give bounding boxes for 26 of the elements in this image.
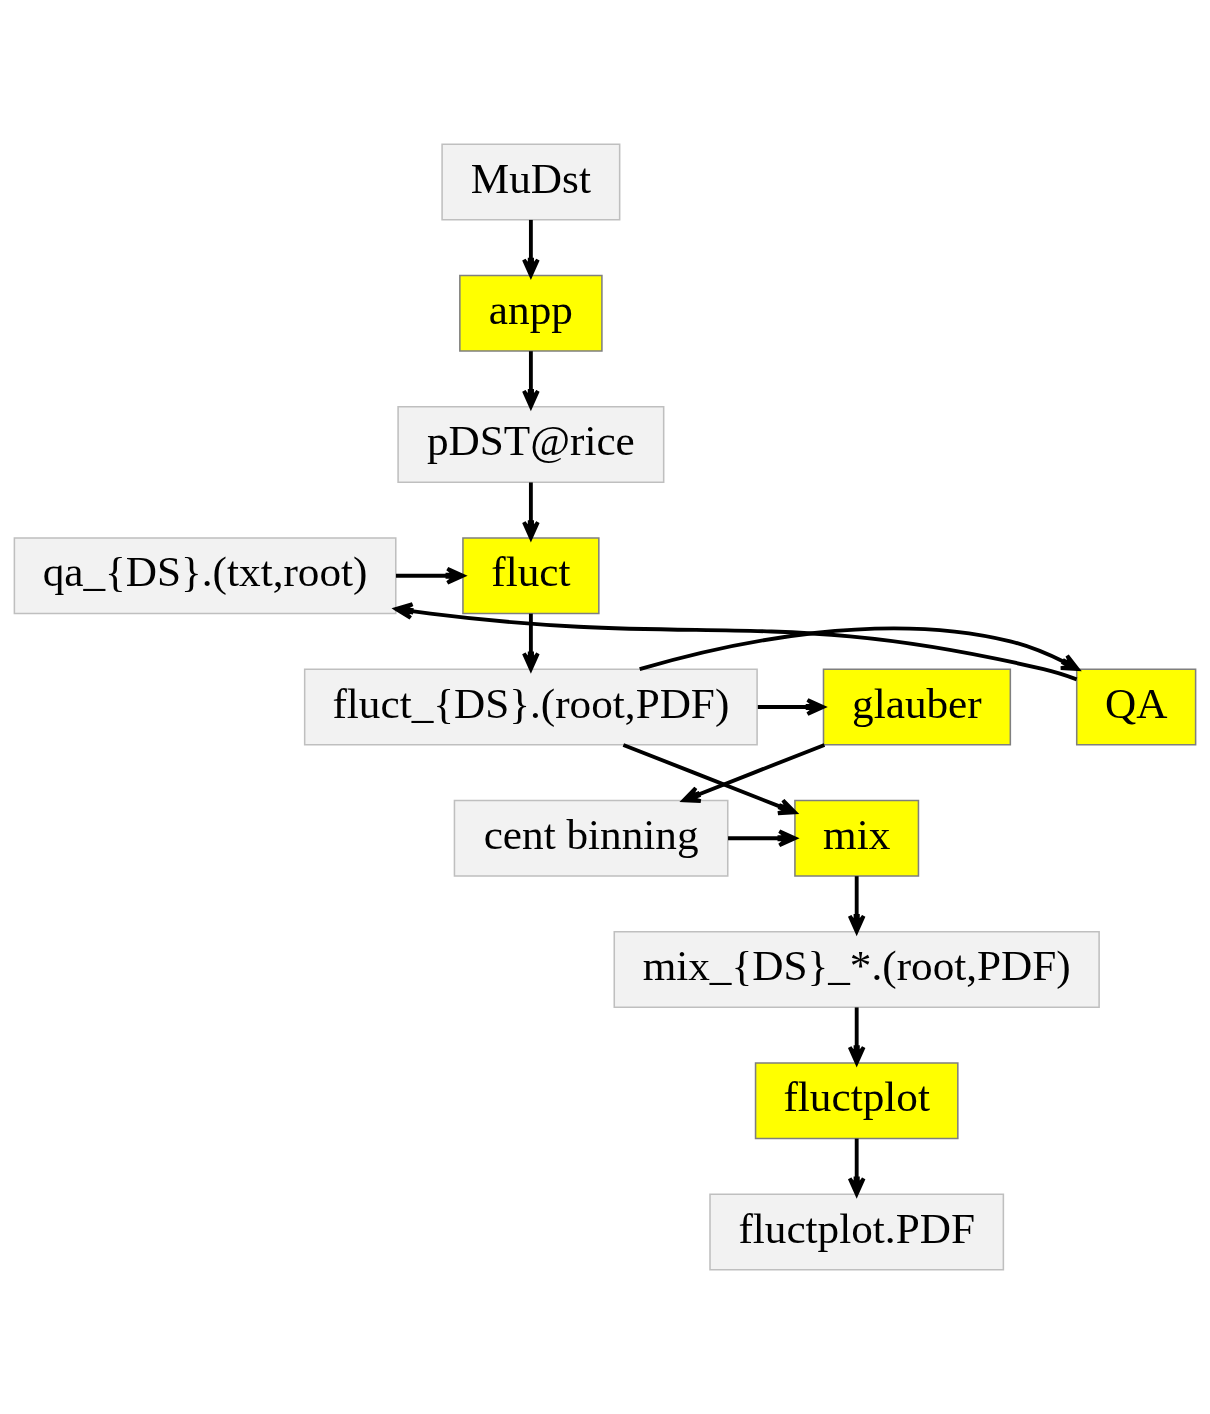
arrow	[639, 626, 1080, 671]
arrow	[522, 219, 540, 278]
node-box: QA	[1075, 668, 1197, 746]
arrow	[681, 743, 826, 803]
node-box: fluct_{DS}.(root,PDF)	[303, 668, 758, 746]
node-box: fluct	[462, 537, 600, 615]
node-box: anpp	[459, 274, 603, 352]
node-box: cent binning	[453, 799, 729, 877]
arrow	[728, 829, 797, 848]
arrow	[522, 482, 540, 540]
node-box: glauber	[822, 668, 1012, 746]
arrow	[847, 876, 866, 934]
node-box: pDST@rice	[397, 405, 665, 484]
node-box: qa_{DS}.(txt,root)	[13, 537, 397, 615]
arrow	[622, 743, 797, 816]
arrow	[757, 698, 825, 716]
node-box: mix	[794, 799, 920, 877]
arrow	[522, 351, 540, 409]
node-box: mix_{DS}_*.(root,PDF)	[613, 930, 1100, 1009]
node-box: MuDst	[441, 143, 621, 221]
node-box: fluctplot	[754, 1062, 959, 1140]
node-box: fluctplot.PDF	[709, 1193, 1005, 1271]
arrow	[847, 1138, 866, 1196]
arrow	[522, 613, 540, 671]
arrow	[396, 566, 465, 585]
arrow	[847, 1007, 866, 1065]
